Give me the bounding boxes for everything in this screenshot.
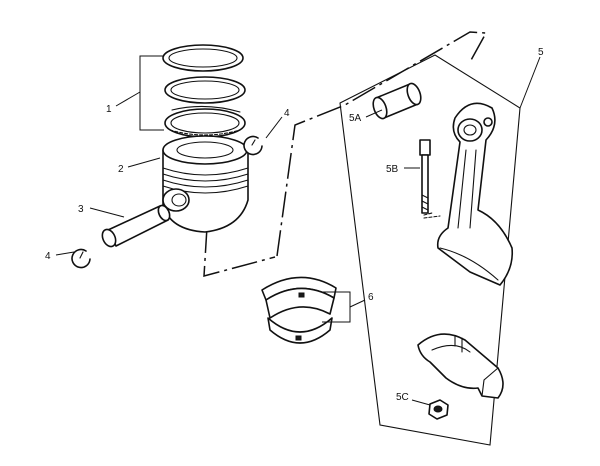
leader-bracket-1 bbox=[139, 55, 164, 131]
callout-1: 1 bbox=[106, 104, 112, 115]
bushing bbox=[372, 82, 422, 120]
callout-2: 2 bbox=[118, 164, 124, 175]
connecting-rod bbox=[423, 102, 514, 286]
leader-3 bbox=[89, 207, 125, 218]
leader-5c bbox=[411, 399, 431, 406]
callout-5: 5 bbox=[538, 47, 544, 58]
leader-5 bbox=[519, 56, 541, 109]
leader-4b bbox=[55, 251, 75, 256]
callout-5b: 5B bbox=[386, 164, 399, 175]
callout-5a: 5A bbox=[349, 113, 362, 124]
snap-ring-right bbox=[243, 135, 263, 156]
callout-labels: 1 2 3 4 4 5 5A 5B 5C 6 bbox=[45, 47, 544, 403]
callout-3: 3 bbox=[78, 204, 84, 215]
leader-6 bbox=[349, 299, 366, 308]
callout-4-left: 4 bbox=[45, 251, 51, 262]
piston bbox=[162, 135, 249, 233]
leader-lines bbox=[55, 55, 541, 406]
callout-6: 6 bbox=[368, 292, 374, 303]
leader-5a bbox=[365, 109, 383, 118]
callout-4-right: 4 bbox=[284, 108, 290, 119]
bearing-shells bbox=[261, 276, 337, 344]
rod-cap bbox=[417, 333, 504, 399]
rod-nut bbox=[428, 399, 449, 420]
piston-pin bbox=[101, 204, 171, 248]
snap-ring-left bbox=[71, 248, 91, 269]
leader-1 bbox=[115, 91, 141, 107]
leader-2 bbox=[127, 157, 161, 168]
rod-bolt bbox=[419, 139, 431, 214]
callout-5c: 5C bbox=[396, 392, 409, 403]
assembly-line-piston bbox=[203, 226, 276, 277]
leader-4a bbox=[265, 116, 283, 139]
piston-rings bbox=[162, 44, 246, 138]
